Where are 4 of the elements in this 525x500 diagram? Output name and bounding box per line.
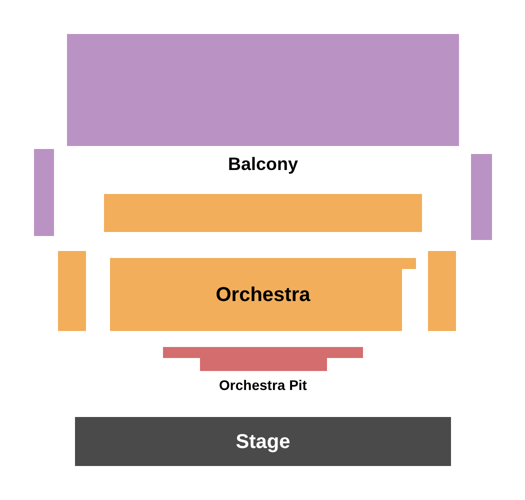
section-label: Orchestra [216,282,310,308]
section-label: Balcony [228,153,298,176]
section-label: Stage [236,430,290,454]
section-label: Orchestra Pit [219,376,307,395]
